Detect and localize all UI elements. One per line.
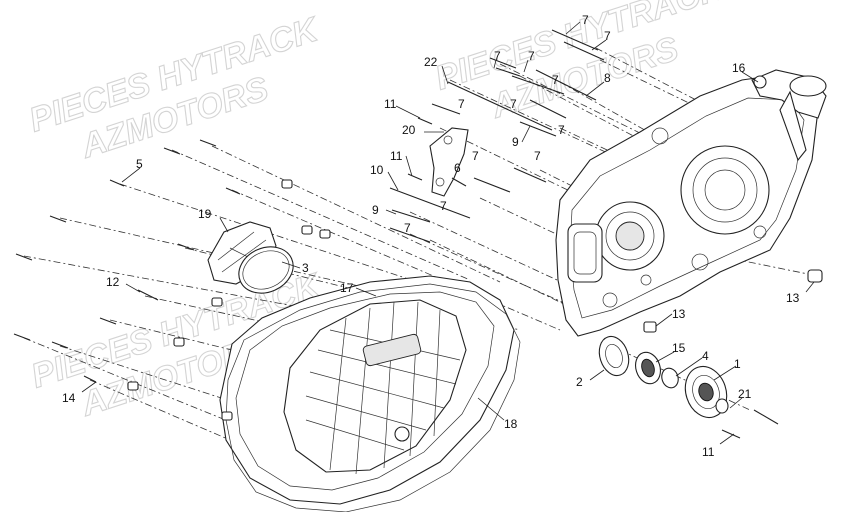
callout-18: 18 bbox=[504, 417, 518, 431]
callout-7: 7 bbox=[440, 199, 447, 213]
callout-7: 7 bbox=[510, 97, 517, 111]
callout-9: 9 bbox=[512, 135, 519, 149]
callout-12: 12 bbox=[106, 275, 120, 289]
callout-11: 11 bbox=[702, 445, 715, 459]
callout-7: 7 bbox=[604, 29, 611, 43]
callout-4: 4 bbox=[702, 349, 709, 363]
callout-7: 7 bbox=[472, 149, 479, 163]
callout-16: 16 bbox=[732, 61, 746, 75]
callout-7: 7 bbox=[494, 49, 501, 63]
callout-10: 10 bbox=[370, 163, 384, 177]
bearings-and-seals bbox=[598, 335, 729, 419]
bolts bbox=[13, 29, 823, 439]
callout-9: 9 bbox=[372, 203, 379, 217]
callout-7: 7 bbox=[582, 13, 589, 27]
callout-21: 21 bbox=[738, 387, 752, 401]
callout-17: 17 bbox=[340, 281, 354, 295]
callout-3: 3 bbox=[302, 261, 309, 275]
callout-7: 7 bbox=[404, 221, 411, 235]
callout-13: 13 bbox=[786, 291, 800, 305]
callout-5: 5 bbox=[136, 157, 143, 171]
crankcase-half bbox=[555, 69, 827, 337]
callout-11: 11 bbox=[384, 97, 397, 111]
callout-19: 19 bbox=[198, 207, 212, 221]
callout-13: 13 bbox=[672, 307, 686, 321]
callout-1: 1 bbox=[734, 357, 741, 371]
callout-7: 7 bbox=[528, 49, 535, 63]
leader-lines bbox=[81, 21, 815, 445]
callout-15: 15 bbox=[672, 341, 686, 355]
bracket bbox=[429, 127, 469, 197]
callout-7: 7 bbox=[558, 123, 565, 137]
callout-labels: 7 7 22 7 7 8 7 7 7 16 11 7 20 9 11 6 7 7… bbox=[62, 13, 800, 459]
callout-2: 2 bbox=[576, 375, 583, 389]
callout-22: 22 bbox=[424, 55, 438, 69]
engine-cover bbox=[219, 275, 521, 512]
callout-7: 7 bbox=[552, 73, 559, 87]
callout-11: 11 bbox=[390, 149, 403, 163]
callout-6: 6 bbox=[454, 161, 461, 175]
callout-7: 7 bbox=[458, 97, 465, 111]
callout-20: 20 bbox=[402, 123, 416, 137]
callout-8: 8 bbox=[604, 71, 611, 85]
inspection-plate bbox=[207, 221, 294, 294]
callout-14: 14 bbox=[62, 391, 76, 405]
callout-7: 7 bbox=[534, 149, 541, 163]
